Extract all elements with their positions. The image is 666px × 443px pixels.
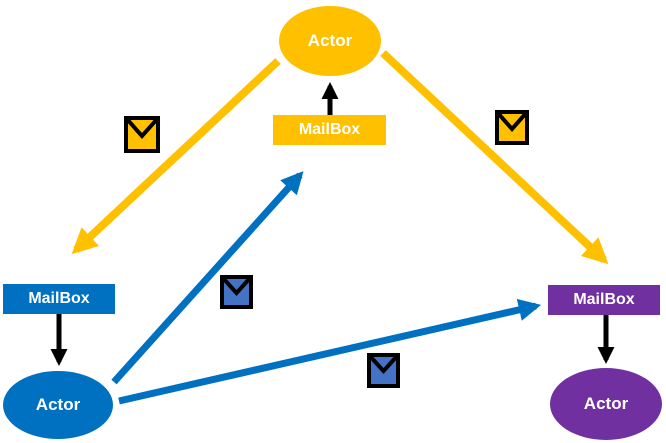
node-mailbox-left: MailBox xyxy=(3,284,115,314)
envelope-icon xyxy=(124,116,160,153)
arrow-actorleft-to-mailboxright xyxy=(118,298,542,405)
arrow-actortop-to-mailboxleft xyxy=(71,58,281,255)
node-actor-left: Actor xyxy=(3,371,113,439)
node-label: Actor xyxy=(35,395,81,414)
node-label: Actor xyxy=(307,31,353,50)
envelope-icon xyxy=(495,110,529,145)
envelope-icon xyxy=(220,275,253,309)
node-label: MailBox xyxy=(298,121,361,138)
node-label: MailBox xyxy=(28,290,90,307)
arrow-actortop-to-mailboxright xyxy=(380,50,609,265)
node-mailbox-top: MailBox xyxy=(273,115,386,145)
envelope-icon xyxy=(367,353,400,388)
node-label: MailBox xyxy=(573,291,635,308)
node-actor-top: Actor xyxy=(279,6,381,76)
node-label: Actor xyxy=(583,394,629,413)
node-mailbox-right: MailBox xyxy=(548,285,660,315)
node-actor-right: Actor xyxy=(550,368,662,440)
arrow-actorleft-to-mailboxtop xyxy=(111,171,304,385)
